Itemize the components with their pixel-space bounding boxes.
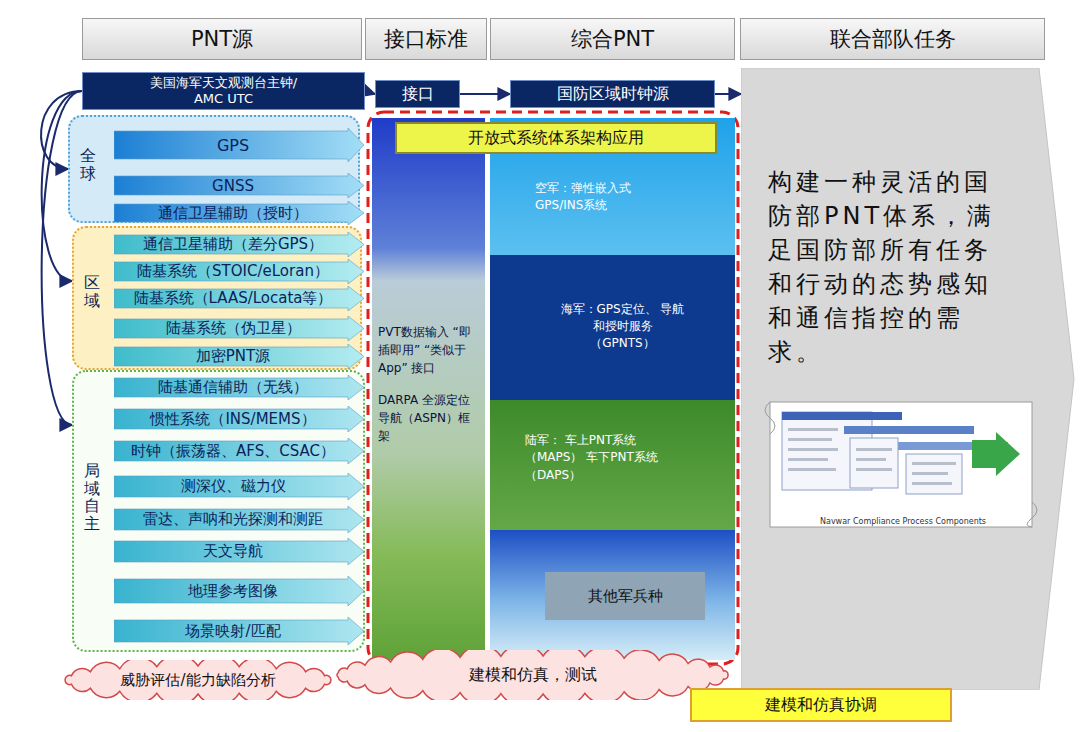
node-text: 通信卫星辅助（差分GPS）	[143, 235, 323, 254]
node-text: 联合部队任务	[830, 25, 956, 53]
header-box: 联合部队任务	[740, 18, 1045, 60]
header-box: 综合PNT	[490, 18, 735, 60]
connector-arrow	[365, 91, 375, 94]
label-holder: Navwar Compliance Process Components	[820, 509, 986, 528]
source-arrow: 天文导航	[114, 538, 364, 565]
node-text: 地理参考图像	[188, 582, 278, 601]
source-arrow: 惯性系统（INS/MEMS）	[114, 406, 364, 432]
interface-band: PVT数据输入 “即插即用” “类似于App” 接口 DARPA 全源定位导航（A…	[372, 118, 485, 660]
group-label: 区域	[84, 274, 100, 309]
analysis-cloud: 威胁评估/能力缺陷分析	[58, 660, 338, 700]
node-text: 构建一种灵活的国防部PNT体系，满足国防部所有任务和行动的态势感知和通信指控的需…	[768, 165, 1015, 369]
other-services-box: 其他军兵种	[545, 572, 705, 620]
node-text: 美国海军天文观测台主钟/ AMC UTC	[136, 75, 311, 108]
node-text: 其他军兵种	[588, 587, 663, 606]
regional-group: 区域 通信卫星辅助（差分GPS） 陆基系统（STOIC/eLoran） 陆基系统（LA…	[72, 226, 362, 370]
source-arrow: 地理参考图像	[114, 576, 364, 606]
master-clock-box: 美国海军天文观测台主钟/ AMC UTC	[82, 72, 365, 110]
node-text: DARPA 全源定位导航（ASPN）框架	[378, 391, 480, 445]
node-text: 陆基系统（LAAS/Locata等）	[134, 289, 333, 308]
modeling-cloud: 建模和仿真，测试	[330, 650, 735, 700]
local-group: 局域自主 陆基通信辅助（无线） 惯性系统（INS/MEMS） 时钟（振荡器、AFS、C…	[72, 370, 365, 652]
image-caption: Navwar Compliance Process Components	[820, 517, 986, 526]
source-arrow: 陆基系统（伪卫星）	[114, 316, 364, 341]
scroll-illustration	[758, 392, 1045, 537]
source-arrow: GNSS	[114, 173, 364, 198]
node-text: 惯性系统（INS/MEMS）	[150, 410, 315, 429]
node-text: 陆军： 车上PNT系统（MAPS） 车下PNT系统（DAPS）	[525, 432, 685, 484]
mission-arrow: 构建一种灵活的国防部PNT体系，满足国防部所有任务和行动的态势感知和通信指控的需…	[741, 68, 1075, 690]
source-arrow: GPS	[114, 128, 364, 162]
global-group: 全球 GPS GNSS 通信卫星辅助（授时）	[68, 115, 360, 223]
source-arrow: 雷达、声呐和光探测和测距	[114, 506, 364, 533]
source-arrow: 测深仪、磁力仪	[114, 473, 364, 500]
node-text: 建模和仿真协调	[765, 695, 877, 716]
node-text: 接口	[402, 84, 434, 105]
node-text: 综合PNT	[571, 25, 654, 53]
source-arrow: 陆基通信辅助（无线）	[114, 375, 364, 400]
node-text: 陆基系统（伪卫星）	[166, 319, 301, 338]
source-arrow: 陆基系统（STOIC/eLoran）	[114, 259, 364, 284]
node-text: PNT源	[191, 25, 253, 53]
node-text: 天文导航	[203, 542, 263, 561]
connector-arrow	[460, 93, 510, 95]
node-text: 通信卫星辅助（授时）	[158, 204, 308, 223]
node-text: 测深仪、磁力仪	[181, 477, 286, 496]
connector-arrow	[715, 93, 741, 95]
source-arrow: 加密PNT源	[114, 344, 364, 369]
node-text: 开放式系统体系架构应用	[468, 128, 644, 149]
node-text: 加密PNT源	[196, 347, 270, 366]
node-text: GPS	[217, 136, 249, 155]
source-arrow: 陆基系统（LAAS/Locata等）	[114, 286, 364, 311]
source-arrow: 时钟（振荡器、AFS、CSAC）	[114, 438, 364, 464]
node-text: 空军：弹性嵌入式 GPS/INS系统	[535, 180, 655, 214]
source-arrow: 场景映射/匹配	[114, 617, 364, 645]
node-text: 时钟（振荡器、AFS、CSAC）	[131, 442, 335, 461]
node-text: 威胁评估/能力缺陷分析	[120, 671, 275, 690]
node-text: 陆基系统（STOIC/eLoran）	[137, 262, 329, 281]
node-text: 国防区域时钟源	[557, 84, 669, 105]
interface-box: 接口	[375, 80, 460, 108]
node-text: 场景映射/匹配	[185, 622, 280, 641]
service-band: 陆军： 车上PNT系统（MAPS） 车下PNT系统（DAPS）	[490, 400, 735, 530]
node-text: 建模和仿真，测试	[469, 665, 597, 686]
node-text: 海军：GPS定位、 导航和授时服务 （GPNTS）	[560, 301, 685, 351]
node-text: GNSS	[212, 177, 254, 195]
source-arrow: 通信卫星辅助（授时）	[114, 201, 364, 225]
header-box: PNT源	[82, 18, 362, 60]
node-text: 雷达、声呐和光探测和测距	[143, 510, 323, 529]
node-text: 陆基通信辅助（无线）	[158, 378, 308, 397]
node-text: 接口标准	[384, 25, 468, 53]
service-band: 海军：GPS定位、 导航和授时服务 （GPNTS）	[490, 255, 735, 400]
coordination-box: 建模和仿真协调	[690, 688, 952, 722]
group-label: 全球	[80, 147, 96, 182]
big-arrow-shape	[741, 68, 1075, 690]
node-text: PVT数据输入 “即插即用” “类似于App” 接口	[378, 323, 480, 377]
group-label: 局域自主	[84, 462, 100, 532]
source-arrow: 通信卫星辅助（差分GPS）	[114, 232, 364, 257]
architecture-banner: 开放式系统体系架构应用	[395, 122, 717, 154]
header-box: 接口标准	[365, 18, 487, 60]
clock-source-box: 国防区域时钟源	[510, 80, 715, 108]
